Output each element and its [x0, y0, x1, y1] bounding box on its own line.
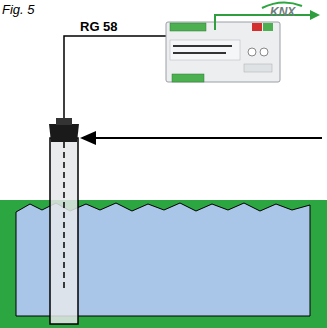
- display-line: [173, 45, 232, 47]
- knx-device: [166, 22, 280, 82]
- bus-arrow: [215, 15, 312, 30]
- terminal: [263, 23, 273, 31]
- figure-title: Fig. 5: [2, 3, 35, 16]
- button: [248, 48, 256, 56]
- coax-cable: [64, 36, 183, 118]
- logo-text: KNX: [270, 6, 295, 18]
- label-plate: [244, 64, 272, 72]
- probe-tube: [50, 138, 78, 324]
- cable-type: RG 58: [80, 20, 118, 33]
- terminal: [252, 23, 262, 31]
- terminal: [170, 23, 206, 31]
- probe-cap-top: [56, 118, 72, 125]
- tank-wall: [0, 200, 327, 328]
- arrow-head: [310, 10, 320, 20]
- terminal: [172, 74, 204, 82]
- probe-cap: [49, 124, 79, 142]
- display: [170, 40, 240, 60]
- display-line: [173, 52, 226, 54]
- probe-rod: [63, 142, 65, 292]
- pointer-arrow: [92, 137, 322, 139]
- arrow-head: [80, 131, 96, 145]
- button: [260, 48, 268, 56]
